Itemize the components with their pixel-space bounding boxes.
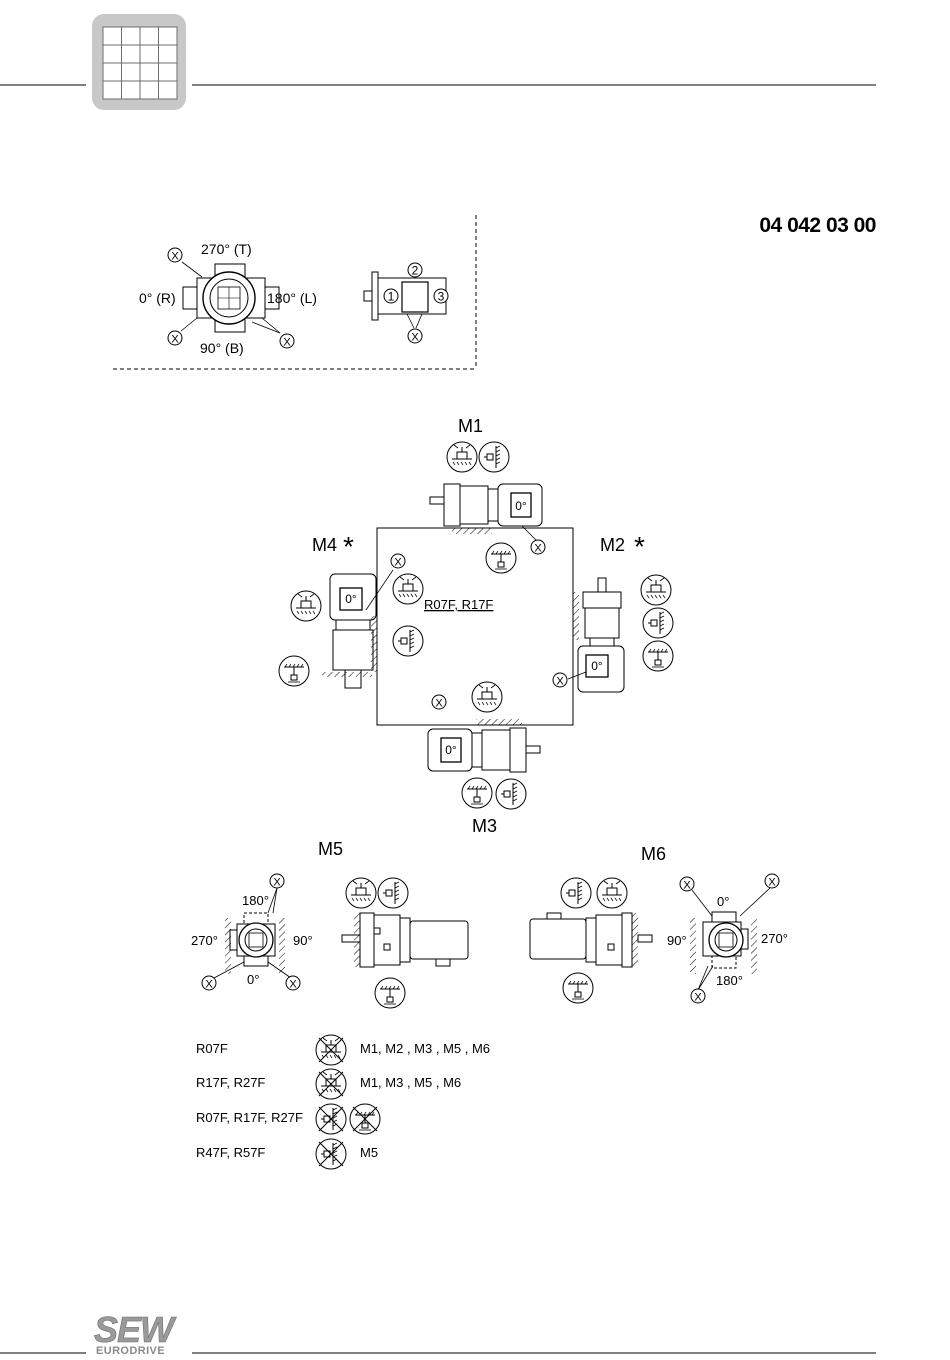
m4-x-label: X (394, 557, 402, 569)
m2-label: M2 (600, 535, 625, 555)
m1-motor-angle: 0° (515, 499, 527, 513)
angle-label-right: 180° (L) (267, 290, 317, 306)
m6-label: M6 (641, 844, 666, 864)
legend-models: R47F, R57F (196, 1145, 265, 1160)
m2-gear-unit (568, 578, 624, 692)
cable-entry-side-diagram (364, 272, 446, 328)
angle-label-bottom: 90° (B) (200, 340, 244, 356)
m5-drain-icon (375, 978, 405, 1008)
sew-eurodrive-logo: SEW EURODRIVE (92, 1310, 194, 1356)
legend-positions: M1, M3 , M5 , M6 (360, 1075, 461, 1090)
key-x-label-bottom-right: X (283, 337, 291, 349)
m5-angle-top: 180° (242, 893, 269, 908)
m4-drain-icon (279, 656, 309, 686)
m4-gear-unit (322, 570, 393, 688)
level-crossed-icon (314, 1137, 348, 1171)
vent-crossed-icon (314, 1067, 348, 1101)
m5-x-label-left: X (205, 979, 213, 991)
m5-label: M5 (318, 839, 343, 859)
m2-drain-icon (643, 641, 673, 671)
angle-label-left: 0° (R) (139, 290, 176, 306)
m2-vent-icon (641, 575, 671, 605)
m1-x-label: X (534, 543, 542, 555)
m2-x-label: X (556, 676, 564, 688)
side-1-label: 1 (388, 290, 395, 304)
m4-level-icon (393, 626, 423, 656)
m2-motor-angle: 0° (591, 659, 603, 673)
m6-angle-top: 0° (717, 894, 729, 909)
m3-vent-icon (472, 682, 502, 712)
m4-label: M4 (312, 535, 337, 555)
m4-vent-icon-left (291, 591, 321, 621)
m6-angle-right: 270° (761, 931, 788, 946)
m3-motor-angle: 0° (445, 743, 457, 757)
legend-positions: M1, M2 , M3 , M5 , M6 (360, 1041, 490, 1056)
m6-level-icon (561, 878, 591, 908)
drain-crossed-icon (348, 1102, 382, 1136)
m2-level-icon (643, 608, 673, 638)
m1-drain-icon (486, 543, 516, 573)
logo-text: SEW (94, 1310, 177, 1350)
m6-x-label-top-left: X (683, 880, 691, 892)
m5-angle-bottom: 0° (247, 972, 259, 987)
key-x-label-bottom-left: X (171, 334, 179, 346)
m3-level-icon (496, 779, 526, 809)
document-number: 04 042 03 00 (720, 214, 876, 238)
legend-positions: M5 (360, 1145, 378, 1160)
legend-row: R07F, R17F, R27F (196, 1102, 696, 1136)
legend-row: R07F M1, M2 , M3 , M5 , M6 (196, 1033, 696, 1067)
m6-x-label-top-right: X (768, 877, 776, 889)
logo-subtext: EURODRIVE (96, 1345, 165, 1356)
m6-drain-icon (563, 973, 593, 1003)
m1-label: M1 (458, 416, 483, 436)
m5-vent-icon (346, 878, 376, 908)
side-3-label: 3 (438, 290, 445, 304)
m5-angle-right: 90° (293, 933, 313, 948)
m5-level-icon (378, 878, 408, 908)
m3-x-label: X (435, 698, 443, 710)
terminal-box-position-diagram (181, 262, 280, 333)
key-x-label-side: X (411, 332, 419, 344)
m1-level-icon (479, 442, 509, 472)
legend-models: R17F, R27F (196, 1075, 265, 1090)
m3-drain-icon (462, 778, 492, 808)
m6-x-label-bottom: X (694, 992, 702, 1004)
m3-label: M3 (472, 816, 497, 836)
m6-angle-left: 90° (667, 933, 687, 948)
m4-motor-angle: 0° (345, 592, 357, 606)
vent-crossed-icon (314, 1033, 348, 1067)
m6-vent-icon (597, 878, 627, 908)
key-x-label-top: X (171, 251, 179, 263)
angle-label-top: 270° (T) (201, 241, 252, 257)
m4-asterisk: * (343, 531, 354, 562)
m4-vent-icon-right (393, 574, 423, 604)
m6-side-view (530, 913, 652, 967)
m6-angle-bottom: 180° (716, 973, 743, 988)
m5-x-label-top: X (273, 877, 281, 889)
m1-vent-icon (447, 442, 477, 472)
side-2-label: 2 (412, 264, 419, 278)
r07f-r17f-note: R07F, R17F (424, 597, 493, 612)
legend-models: R07F (196, 1041, 228, 1056)
m2-asterisk: * (634, 531, 645, 562)
m5-x-label-right: X (289, 979, 297, 991)
legend-row: R17F, R27F M1, M3 , M5 , M6 (196, 1067, 696, 1101)
legend-models: R07F, R17F, R27F (196, 1110, 303, 1125)
grid-tab-icon (92, 14, 186, 110)
m5-angle-left: 270° (191, 933, 218, 948)
legend-row: R47F, R57F M5 (196, 1137, 696, 1171)
level-crossed-icon (314, 1102, 348, 1136)
m5-side-view (342, 913, 468, 967)
